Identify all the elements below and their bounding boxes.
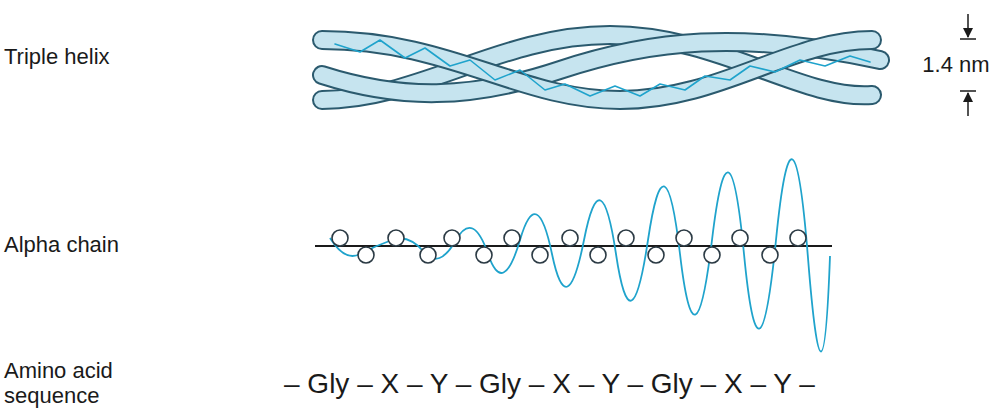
amino-acid-bead: [332, 230, 348, 246]
alpha-chain: [315, 159, 832, 351]
dimension-label: 1.4 nm: [912, 52, 1000, 77]
structure-label: Amino acid sequence: [4, 358, 144, 409]
amino-acid-bead: [444, 230, 460, 246]
amino-acid-bead: [532, 247, 548, 263]
amino-acid-bead: [704, 247, 720, 263]
amino-acid-bead: [504, 230, 520, 246]
structure-label: Alpha chain: [4, 232, 204, 257]
amino-acid-bead: [388, 230, 404, 246]
sequence-text: – Gly – X – Y – Gly – X – Y – Gly – X – …: [284, 368, 815, 400]
amino-acid-bead: [420, 247, 436, 263]
amino-acid-bead: [676, 230, 692, 246]
amino-acid-bead: [648, 247, 664, 263]
amino-acid-bead: [762, 247, 778, 263]
amino-acid-bead: [358, 247, 374, 263]
amino-acid-bead: [562, 230, 578, 246]
amino-acid-bead: [590, 247, 606, 263]
amino-acid-bead: [618, 230, 634, 246]
structure-label: Triple helix: [4, 44, 204, 69]
triple-helix: [322, 35, 880, 100]
amino-acid-bead: [732, 230, 748, 246]
amino-acid-bead: [790, 230, 806, 246]
amino-acid-bead: [476, 247, 492, 263]
